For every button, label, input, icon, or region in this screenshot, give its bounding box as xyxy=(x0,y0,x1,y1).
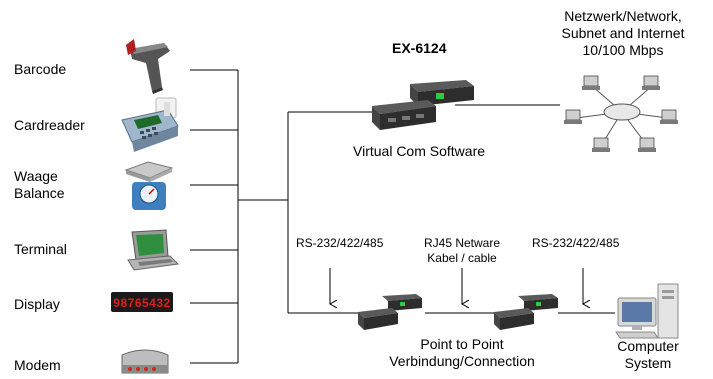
p2p-label-line1: Point to Point xyxy=(420,336,504,352)
device-server-icon xyxy=(372,80,474,130)
p2p-server-left-icon xyxy=(358,294,422,330)
server-model-label: EX-6124 xyxy=(392,40,447,56)
virtual-com-caption: Virtual Com Software xyxy=(353,143,486,159)
computer-icon xyxy=(615,283,679,339)
p2p-label-line2: Verbindung/Connection xyxy=(389,353,535,369)
led-display-icon: 98765432 xyxy=(111,292,173,312)
network-title-line3: 10/100 Mbps xyxy=(582,42,664,58)
modem-icon xyxy=(121,349,169,374)
computer-label-line2: System xyxy=(624,355,672,371)
card-reader-icon xyxy=(121,97,179,152)
barcode-scanner-icon xyxy=(126,39,170,94)
network-title-line2: Subnet and Internet xyxy=(561,25,685,41)
terminal-icon xyxy=(127,229,180,271)
device-label-modem: Modem xyxy=(14,357,61,373)
rj45-label-line2: Kabel / cable xyxy=(427,251,497,265)
device-label-terminal: Terminal xyxy=(14,241,67,257)
device-label-waage: Waage xyxy=(14,168,58,184)
device-label-barcode: Barcode xyxy=(14,61,67,77)
rj45-label-line1: RJ45 Netware xyxy=(423,236,501,250)
display-digits: 98765432 xyxy=(113,296,170,310)
scale-icon xyxy=(124,161,174,210)
p2p-server-right-icon xyxy=(494,294,558,330)
network-icon xyxy=(564,75,678,152)
rs-right-label: RS-232/422/485 xyxy=(532,236,620,250)
device-label-balance: Balance xyxy=(14,185,65,201)
network-title-line1: Netzwerk/Network, xyxy=(564,8,682,24)
device-label-cardreader: Cardreader xyxy=(14,117,85,133)
rs-left-label: RS-232/422/485 xyxy=(296,236,384,250)
device-label-display: Display xyxy=(14,296,60,312)
computer-label-line1: Computer xyxy=(617,338,679,354)
